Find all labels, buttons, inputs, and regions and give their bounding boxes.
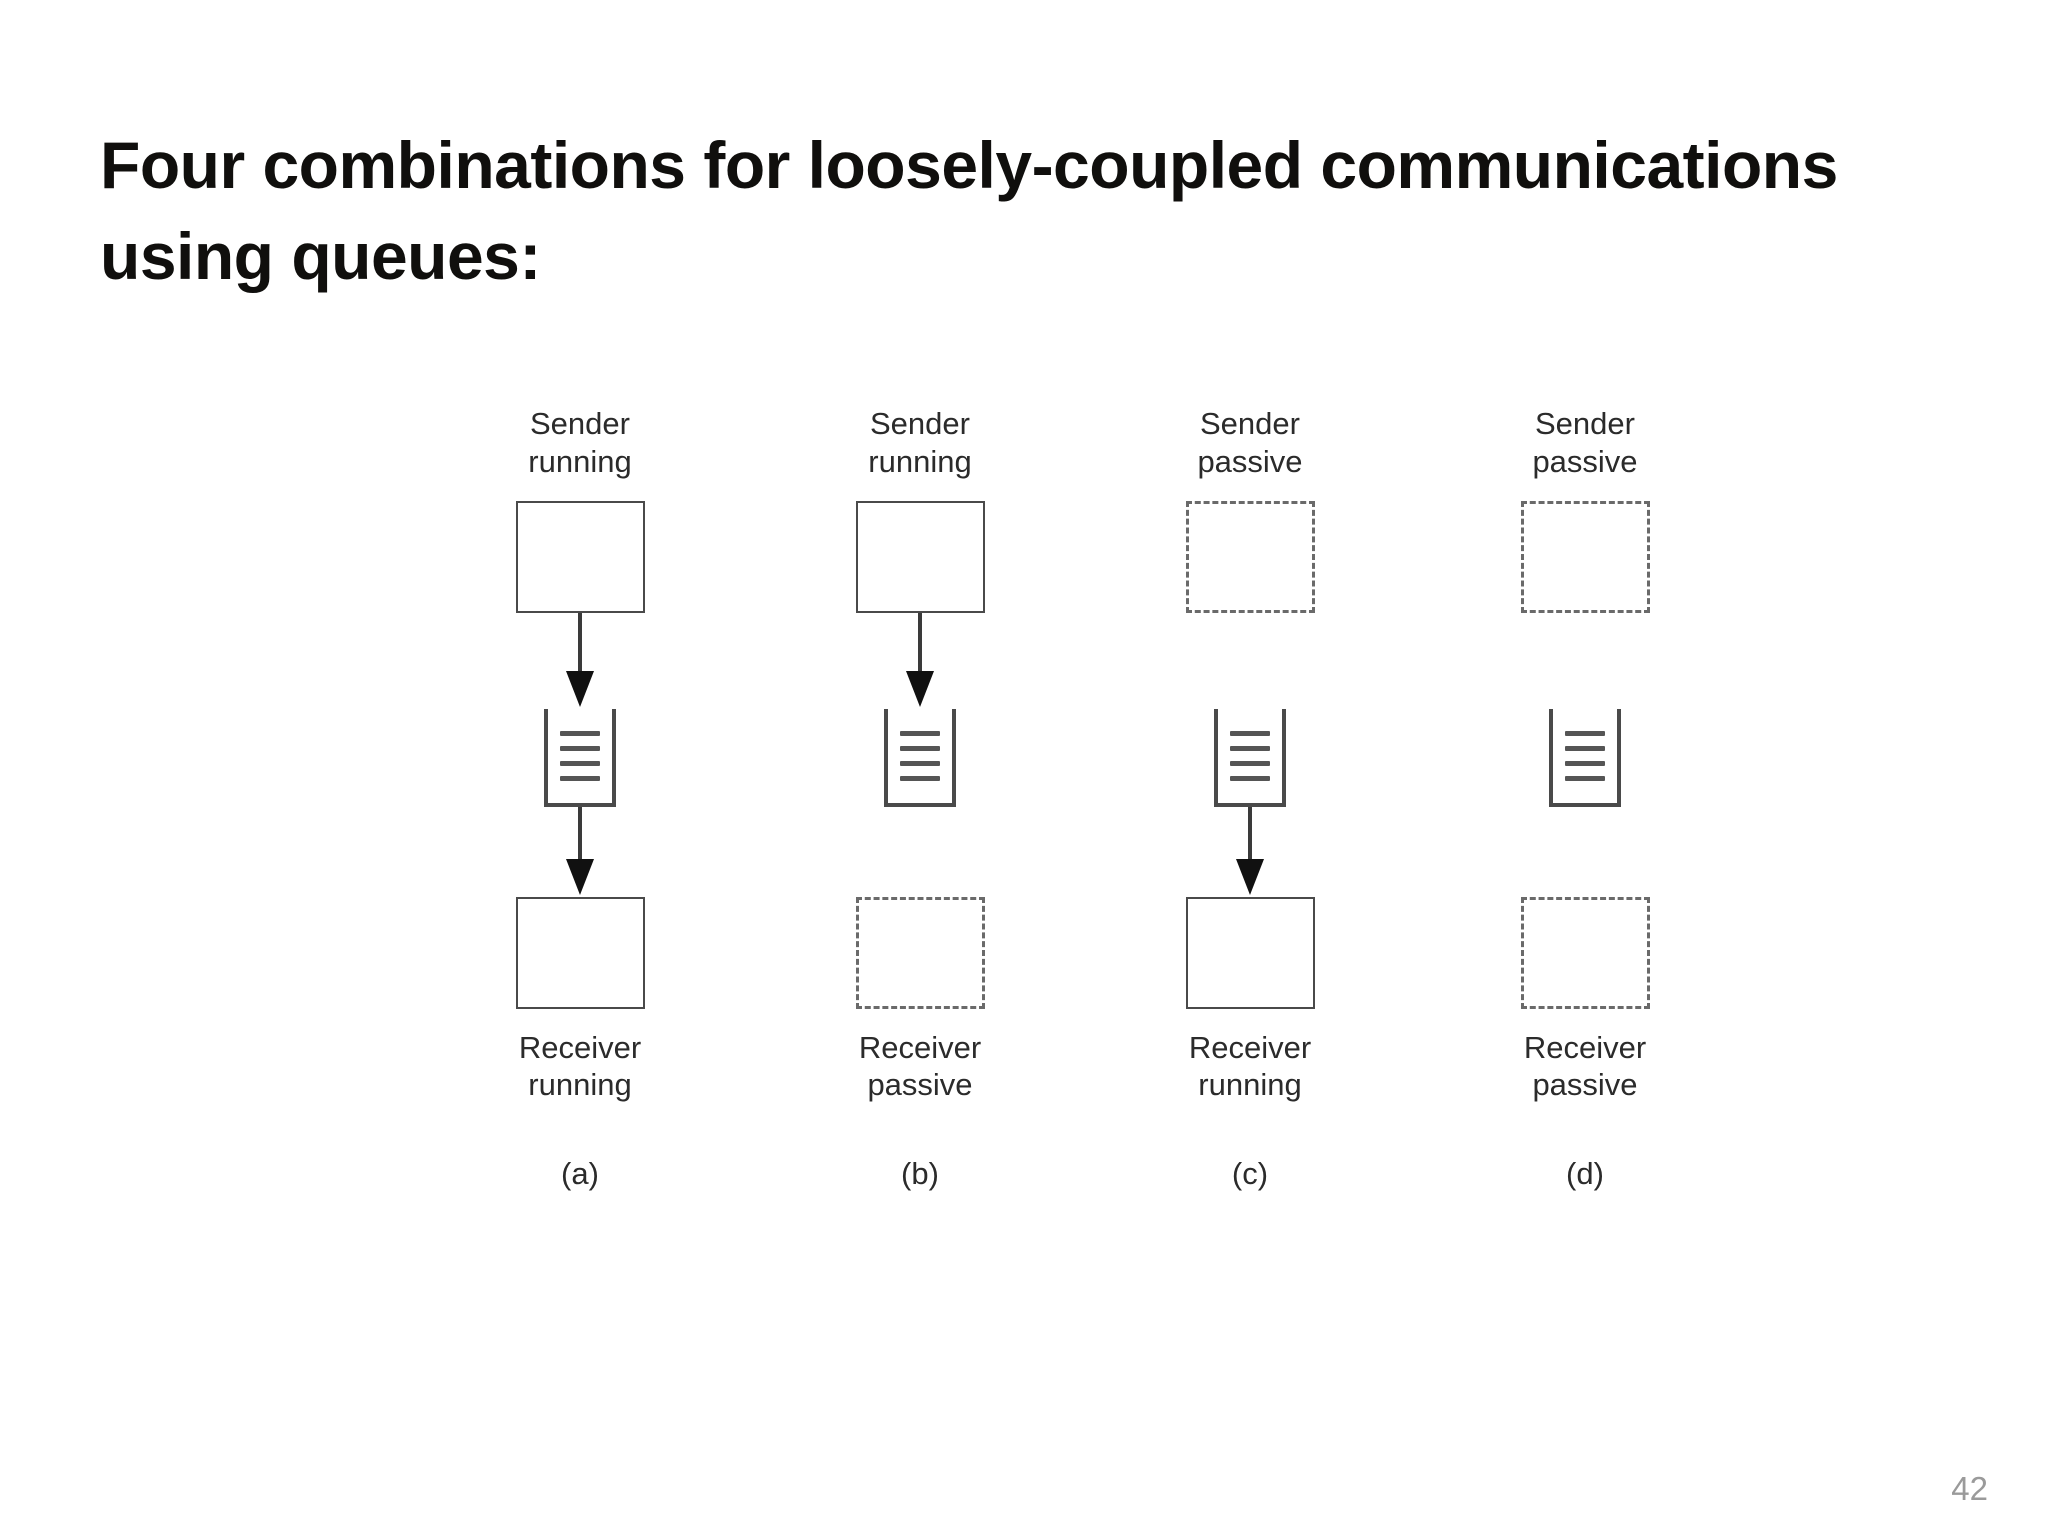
queued-message-bar: [1565, 730, 1605, 736]
queued-message-bar: [900, 760, 940, 766]
arrow-queue-to-receiver-icon: [1230, 806, 1270, 897]
arrow-head: [906, 670, 934, 707]
queued-messages: [560, 730, 600, 781]
queued-message-bar: [560, 775, 600, 781]
arrow-shaft: [578, 806, 582, 863]
queued-message-bar: [1565, 745, 1605, 751]
sender-label: Sender running: [528, 406, 632, 479]
sender-process-box: [855, 500, 985, 613]
arrow-shaft: [578, 612, 582, 675]
queued-messages: [900, 730, 940, 781]
arrow-head: [566, 858, 594, 895]
receiver-process-box: [855, 896, 985, 1009]
message-queue-icon: [1214, 708, 1286, 807]
arrow-head: [1236, 858, 1264, 895]
panel-letter: (c): [1231, 1156, 1269, 1192]
queue-vessel: [544, 708, 616, 807]
arrow-sender-to-queue-absent: [1230, 613, 1270, 709]
queued-messages: [1565, 730, 1605, 781]
queue-vessel: [1549, 708, 1621, 807]
arrow-sender-to-queue-icon: [560, 612, 600, 709]
page-number: 42: [1951, 1470, 1988, 1507]
queued-message-bar: [560, 730, 600, 736]
queued-message-bar: [900, 745, 940, 751]
sender-process-box: [1185, 500, 1315, 613]
arrow-sender-to-queue-absent: [1565, 613, 1605, 709]
receiver-process-box: [1520, 896, 1650, 1009]
arrow-queue-to-receiver-absent: [1565, 807, 1605, 897]
queued-message-bar: [1230, 760, 1270, 766]
queued-messages: [1230, 730, 1270, 781]
receiver-label: Receiver running: [1188, 1029, 1312, 1103]
queued-message-bar: [1230, 745, 1270, 751]
sender-process-box: [515, 500, 645, 613]
receiver-label: Receiver passive: [1523, 1029, 1647, 1103]
queued-message-bar: [1230, 775, 1270, 781]
sender-label: Sender passive: [1532, 406, 1638, 479]
message-queue-icon: [1549, 708, 1621, 807]
sender-label: Sender passive: [1197, 406, 1303, 479]
sender-process-box: [1520, 500, 1650, 613]
arrow-queue-to-receiver-absent: [900, 807, 940, 897]
queued-message-bar: [1565, 775, 1605, 781]
arrow-shaft: [1248, 806, 1252, 863]
arrow-queue-to-receiver-icon: [560, 806, 600, 897]
arrow-sender-to-queue-icon: [900, 612, 940, 709]
queue-vessel: [884, 708, 956, 807]
panel-letter: (d): [1566, 1156, 1604, 1192]
arrow-shaft: [918, 612, 922, 675]
queued-message-bar: [1565, 760, 1605, 766]
queued-message-bar: [560, 760, 600, 766]
panel-letter: (a): [561, 1156, 599, 1192]
arrow-head: [566, 670, 594, 707]
message-queue-icon: [544, 708, 616, 807]
queue-vessel: [1214, 708, 1286, 807]
panel-letter: (b): [901, 1156, 939, 1192]
queued-message-bar: [1230, 730, 1270, 736]
queued-message-bar: [900, 730, 940, 736]
queued-message-bar: [900, 775, 940, 781]
receiver-process-box: [1185, 896, 1315, 1009]
receiver-label: Receiver running: [518, 1029, 642, 1103]
sender-label: Sender running: [868, 406, 972, 479]
receiver-process-box: [515, 896, 645, 1009]
queued-message-bar: [560, 745, 600, 751]
receiver-label: Receiver passive: [858, 1029, 982, 1103]
message-queue-icon: [884, 708, 956, 807]
page-title: Four combinations for loosely-coupled co…: [100, 128, 1856, 294]
